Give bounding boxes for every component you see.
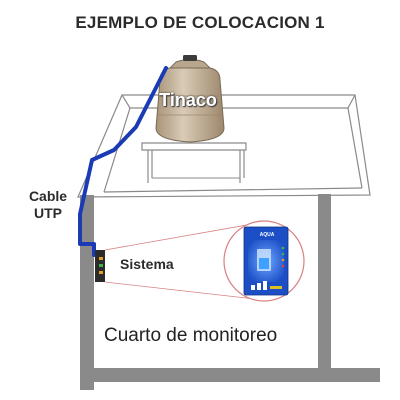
cable-label: Cable UTP	[28, 188, 68, 221]
device-panel	[243, 226, 289, 296]
system-unit	[95, 250, 105, 282]
tank	[155, 55, 225, 143]
device-brand: AQUA	[259, 232, 275, 238]
utp-cable	[78, 66, 168, 257]
room-label: Cuarto de monitoreo	[104, 325, 278, 346]
tank-stand	[141, 142, 247, 183]
system-label: Sistema	[120, 256, 174, 272]
diagram-title: EJEMPLO DE COLOCACION 1	[75, 13, 325, 32]
tank-label: Tinaco	[159, 90, 217, 110]
room-walls	[80, 194, 380, 390]
